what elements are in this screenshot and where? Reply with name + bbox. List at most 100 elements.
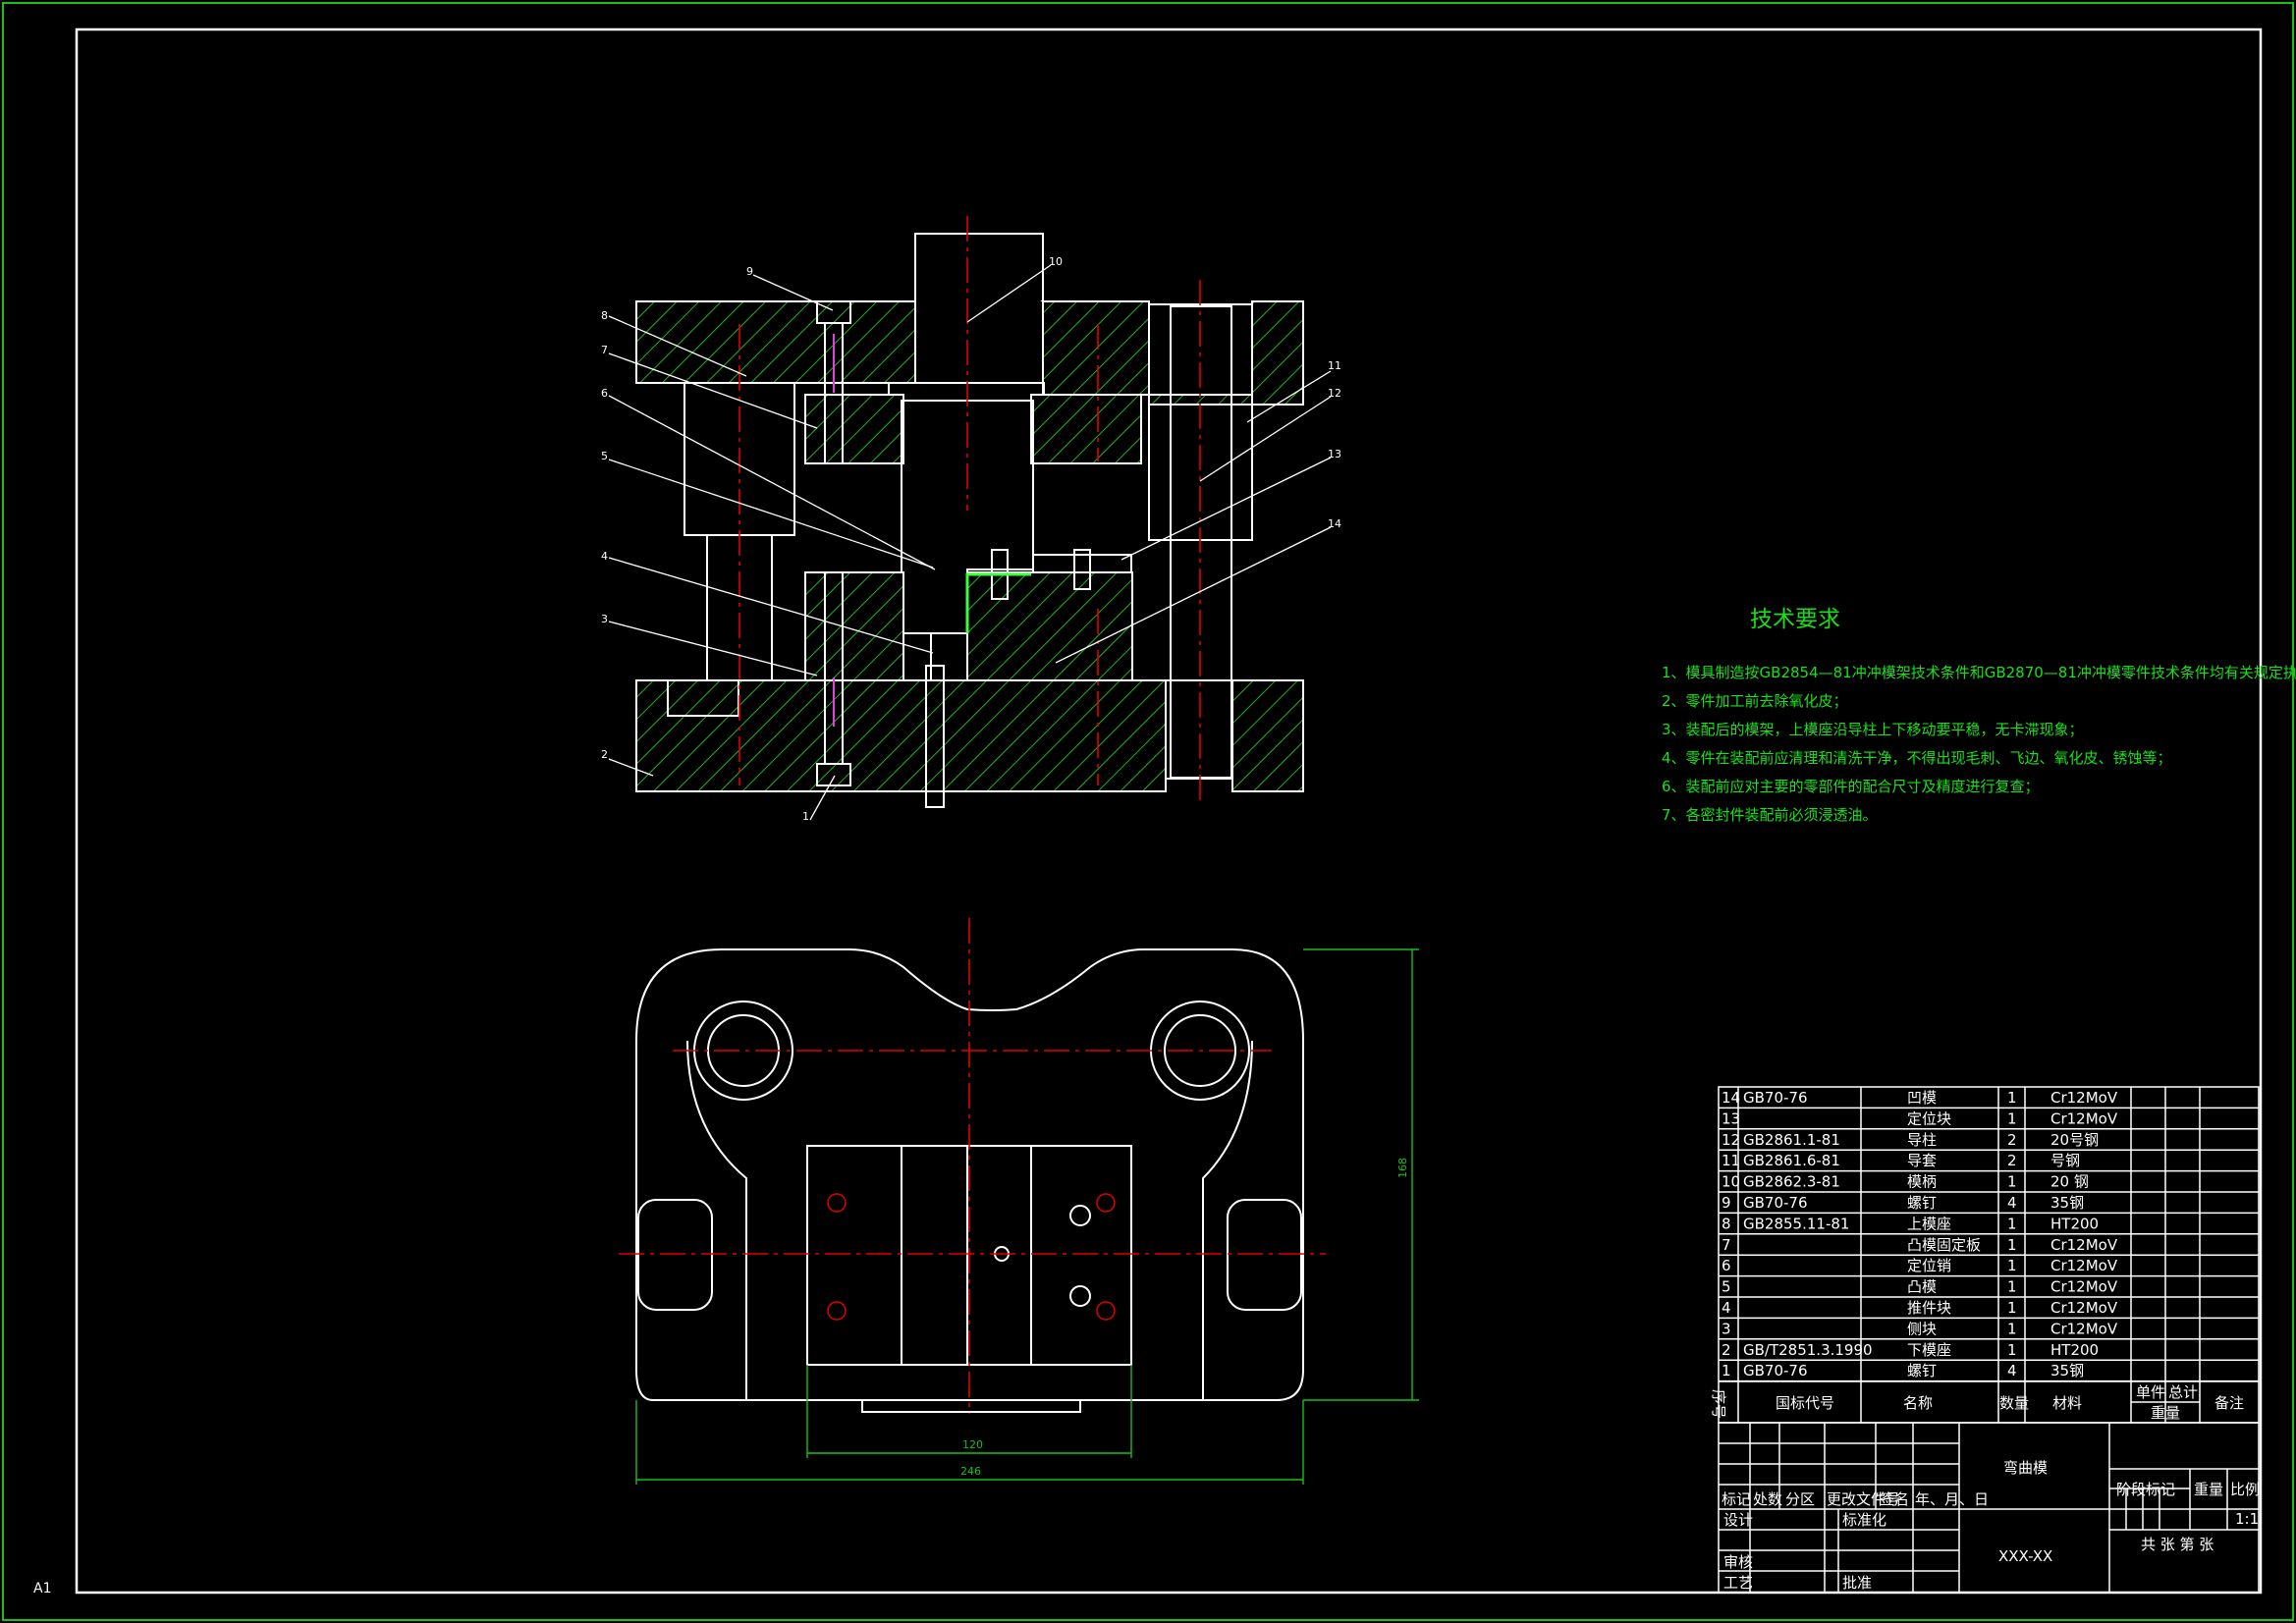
bom-qty: 1 xyxy=(2007,1299,2017,1317)
bom-code: GB2861.1-81 xyxy=(1743,1131,1840,1149)
bom-material: Cr12MoV xyxy=(2050,1236,2118,1254)
tech-item-6: 7、各密封件装配前必须浸透油。 xyxy=(1662,806,1878,824)
bom-name: 螺钉 xyxy=(1907,1362,1937,1380)
bom-no: 13 xyxy=(1722,1109,1740,1127)
bom-name: 推件块 xyxy=(1907,1299,1951,1317)
tech-requirements: 技术要求 1、模具制造按GB2854—81冲冲模架技术条件和GB2870—81冲… xyxy=(1662,607,2296,824)
bom-code: GB70-76 xyxy=(1743,1089,1808,1107)
lower-base-outline xyxy=(635,948,1304,1401)
bom-name: 导柱 xyxy=(1907,1131,1937,1149)
tb-date: 年、月、日 xyxy=(1915,1490,1989,1508)
shank-flange xyxy=(888,382,1045,402)
pin-hole-2 xyxy=(1069,1285,1091,1307)
upper-die-base-right2 xyxy=(1251,300,1304,406)
bom-material: 号钢 xyxy=(2050,1152,2080,1169)
balloon-5: 5 xyxy=(601,450,608,462)
bom-name: 螺钉 xyxy=(1907,1194,1937,1212)
bom-qty: 1 xyxy=(2007,1257,2017,1274)
bom-qty: 2 xyxy=(2007,1131,2017,1149)
balloon-12: 12 xyxy=(1328,387,1341,400)
dim-total-width: 246 xyxy=(960,1465,981,1478)
bom-qty: 1 xyxy=(2007,1320,2017,1337)
balloon-2: 2 xyxy=(601,748,608,761)
bom-code: GB70-76 xyxy=(1743,1194,1808,1212)
bom-qty: 2 xyxy=(2007,1152,2017,1169)
screw-hole-3 xyxy=(1096,1193,1116,1213)
tb-review: 审核 xyxy=(1723,1553,1753,1571)
die-shank xyxy=(914,233,1044,384)
bom-qty: 1 xyxy=(2007,1278,2017,1296)
tb-scale: 1:1 xyxy=(2235,1510,2259,1528)
balloon-labels: 1 2 3 4 5 6 7 8 9 10 11 12 13 14 xyxy=(601,255,1341,823)
bom-material: Cr12MoV xyxy=(2050,1299,2118,1317)
bom-no: 3 xyxy=(1722,1320,1731,1337)
screw-upper-shank xyxy=(824,322,844,464)
bom-no: 5 xyxy=(1722,1278,1731,1296)
bom-name: 上模座 xyxy=(1907,1215,1951,1232)
bom-no: 6 xyxy=(1722,1257,1731,1274)
bottom-tab xyxy=(861,1400,1081,1413)
bom-qty: 4 xyxy=(2007,1194,2017,1212)
small-screw xyxy=(1073,549,1091,590)
bom-name: 下模座 xyxy=(1907,1341,1951,1359)
lower-die-notch xyxy=(667,679,739,717)
bom-code: GB2855.11-81 xyxy=(1743,1215,1849,1232)
tb-stage-mark: 阶段标记 xyxy=(2116,1481,2175,1498)
drawing-name: 弯曲模 xyxy=(2003,1459,2048,1477)
title-block: 标记 处数 分区 更改文件号 签名 年、月、日 设计 标准化 审核 工艺 批准 … xyxy=(1718,1422,2260,1594)
bom-material: Cr12MoV xyxy=(2050,1320,2118,1337)
tech-title: 技术要求 xyxy=(1750,607,1840,632)
upper-profile-curve xyxy=(686,1040,1253,1400)
bom-qty: 1 xyxy=(2007,1341,2017,1359)
bom-no: 9 xyxy=(1722,1194,1731,1212)
bom-material: 35钢 xyxy=(2050,1194,2084,1212)
bom-code: GB70-76 xyxy=(1743,1362,1808,1380)
lower-pillar-hole xyxy=(1165,679,1233,780)
tb-mark: 标记 xyxy=(1722,1490,1751,1508)
bom-no: 12 xyxy=(1722,1131,1740,1149)
balloon-4: 4 xyxy=(601,550,608,563)
slot-left xyxy=(637,1199,713,1311)
guide-pillar xyxy=(1170,305,1232,779)
screw-hole-2 xyxy=(827,1301,847,1321)
bom-header-total: 总计 xyxy=(2168,1383,2198,1401)
bom-header-name: 名称 xyxy=(1903,1394,1933,1412)
lower-die-base xyxy=(635,679,1167,792)
plan-view: 168 120 246 xyxy=(619,918,1419,1485)
dim-inner-width: 120 xyxy=(962,1438,983,1451)
bom-no: 14 xyxy=(1722,1089,1740,1107)
bom-qty: 1 xyxy=(2007,1109,2017,1127)
bom-no: 2 xyxy=(1722,1341,1731,1359)
bom-qty: 1 xyxy=(2007,1236,2017,1254)
balloon-3: 3 xyxy=(601,613,608,625)
tech-item-2: 2、零件加工前去除氧化皮； xyxy=(1662,692,1848,710)
bom-no: 7 xyxy=(1722,1236,1731,1254)
locating-block xyxy=(1032,554,1132,573)
bom-material: HT200 xyxy=(2050,1341,2099,1359)
balloon-13: 13 xyxy=(1328,448,1341,460)
tech-item-4: 4、零件在装配前应清理和清洗干净，不得出现毛刺、飞边、氧化皮、锈蚀等； xyxy=(1662,749,2172,767)
tb-sign: 签名 xyxy=(1880,1490,1909,1508)
bom-code: GB2862.3-81 xyxy=(1743,1173,1840,1191)
bom-no: 1 xyxy=(1722,1362,1731,1380)
punch-plate-right xyxy=(1030,394,1142,464)
screw-hole-4 xyxy=(1096,1301,1116,1321)
tb-change-doc: 更改文件号 xyxy=(1827,1490,1900,1508)
bom-name: 凹模 xyxy=(1907,1089,1937,1107)
bom-no: 11 xyxy=(1722,1152,1740,1169)
balloon-14: 14 xyxy=(1328,517,1341,530)
bom-qty: 1 xyxy=(2007,1089,2017,1107)
ejector-rod xyxy=(925,665,945,808)
bom-material: Cr12MoV xyxy=(2050,1257,2118,1274)
slot-right xyxy=(1227,1199,1302,1311)
tb-design: 设计 xyxy=(1723,1511,1753,1529)
section-view: 1 2 3 4 5 6 7 8 9 10 11 12 13 14 xyxy=(601,216,1341,823)
punch-plate-left xyxy=(804,394,904,464)
balloon-10: 10 xyxy=(1049,255,1063,268)
tech-item-5: 6、装配前应对主要的零部件的配合尺寸及精度进行复查； xyxy=(1662,778,2040,795)
bush-right-inner xyxy=(1164,1014,1236,1087)
bom-name: 定位销 xyxy=(1907,1257,1951,1274)
workpiece xyxy=(965,572,1031,633)
